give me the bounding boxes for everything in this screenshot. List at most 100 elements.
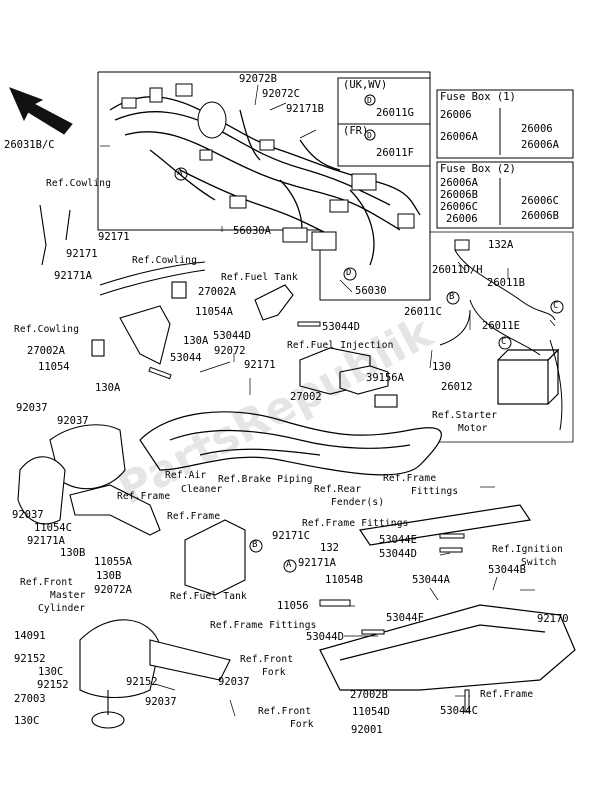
part-label[interactable]: 130A — [95, 382, 121, 394]
part-label[interactable]: 92001 — [351, 724, 383, 736]
part-label[interactable]: 11054A — [195, 306, 233, 318]
reference-label[interactable]: Ref.Fuel Tank — [170, 591, 247, 602]
part-label[interactable]: 132A — [488, 239, 514, 251]
part-label[interactable]: 26031B/C — [4, 139, 55, 151]
reference-label[interactable]: Ref.Fuel Tank — [221, 272, 298, 283]
part-label[interactable]: 53044B — [488, 564, 526, 576]
part-label[interactable]: 11055A — [94, 556, 132, 568]
reference-label[interactable]: Ref.Brake Piping — [218, 474, 313, 485]
reference-label[interactable]: Ref.Cowling — [132, 255, 198, 266]
part-label[interactable]: 92171A — [298, 557, 336, 569]
part-label[interactable]: 27002A — [27, 345, 65, 357]
fuse-box-1-left-1[interactable]: 26006A — [440, 131, 478, 143]
part-label[interactable]: 92037 — [16, 402, 48, 414]
part-label[interactable]: 39156A — [366, 372, 404, 384]
part-label[interactable]: 130C — [38, 666, 64, 678]
part-label[interactable]: 53044C — [440, 705, 478, 717]
fuse-box-1-right-1[interactable]: 26006A — [521, 139, 559, 151]
part-label[interactable]: 92170 — [537, 613, 569, 625]
part-label[interactable]: 26011E — [482, 320, 520, 332]
part-label[interactable]: 92171 — [66, 248, 98, 260]
part-label[interactable]: 92171 — [98, 231, 130, 243]
part-label[interactable]: 92171A — [54, 270, 92, 282]
part-label[interactable]: 26011C — [404, 306, 442, 318]
fuse-box-1-left-0[interactable]: 26006 — [440, 109, 472, 121]
reference-label[interactable]: Ref.Air — [165, 470, 207, 481]
part-label[interactable]: 27002A — [198, 286, 236, 298]
inset-uk-part[interactable]: 26011G — [376, 107, 414, 119]
part-label[interactable]: 14091 — [14, 630, 46, 642]
part-label[interactable]: 92152 — [14, 653, 46, 665]
reference-label[interactable]: Motor — [458, 423, 488, 434]
part-label[interactable]: 130A — [183, 335, 209, 347]
part-label[interactable]: 92072C — [262, 88, 300, 100]
part-label[interactable]: 56030A — [233, 225, 271, 237]
part-label[interactable]: 11054 — [38, 361, 70, 373]
part-label[interactable]: 27002 — [290, 391, 322, 403]
part-label[interactable]: 27002B — [350, 689, 388, 701]
part-label[interactable]: 53044D — [379, 548, 417, 560]
reference-label[interactable]: Master — [50, 590, 86, 601]
part-label[interactable]: 53044F — [386, 612, 424, 624]
reference-label[interactable]: Fork — [262, 667, 286, 678]
fuse-box-1-right-0[interactable]: 26006 — [521, 123, 553, 135]
part-label[interactable]: 92152 — [126, 676, 158, 688]
part-label[interactable]: 92072 — [214, 345, 246, 357]
part-label[interactable]: 130 — [432, 361, 451, 373]
part-label[interactable]: 92152 — [37, 679, 69, 691]
reference-label[interactable]: Ref.Front — [258, 706, 312, 717]
part-label[interactable]: 11054B — [325, 574, 363, 586]
part-label[interactable]: 92037 — [57, 415, 89, 427]
part-label[interactable]: 92037 — [145, 696, 177, 708]
part-label[interactable]: 92037 — [12, 509, 44, 521]
part-label[interactable]: 130C — [14, 715, 40, 727]
inset-fr-part[interactable]: 26011F — [376, 147, 414, 159]
reference-label[interactable]: Ref.Frame — [167, 511, 221, 522]
reference-label[interactable]: Fender(s) — [331, 497, 385, 508]
part-label[interactable]: 53044A — [412, 574, 450, 586]
part-label[interactable]: 53044D — [213, 330, 251, 342]
part-label[interactable]: 11056 — [277, 600, 309, 612]
reference-label[interactable]: Ref.Frame — [383, 473, 437, 484]
reference-label[interactable]: Ref.Starter — [432, 410, 498, 421]
reference-label[interactable]: Cleaner — [181, 484, 223, 495]
part-label[interactable]: 26012 — [441, 381, 473, 393]
reference-label[interactable]: Ref.Frame — [480, 689, 534, 700]
reference-label[interactable]: Fork — [290, 719, 314, 730]
reference-label[interactable]: Ref.Front — [20, 577, 74, 588]
part-label[interactable]: 130B — [60, 547, 86, 559]
part-label[interactable]: 92072B — [239, 73, 277, 85]
fuse-box-2-left-3[interactable]: 26006 — [446, 213, 478, 225]
reference-label[interactable]: Ref.Frame Fittings — [210, 620, 317, 631]
fuse-box-2-left-2[interactable]: 26006C — [440, 201, 478, 213]
part-label[interactable]: 92037 — [218, 676, 250, 688]
fuse-box-2-left-1[interactable]: 26006B — [440, 189, 478, 201]
reference-label[interactable]: Ref.Rear — [314, 484, 362, 495]
fuse-box-2-right-0[interactable]: 26006C — [521, 195, 559, 207]
reference-label[interactable]: Ref.Front — [240, 654, 294, 665]
part-label[interactable]: 53044D — [306, 631, 344, 643]
part-label[interactable]: 53044E — [379, 534, 417, 546]
reference-label[interactable]: Ref.Cowling — [46, 178, 112, 189]
reference-label[interactable]: Switch — [521, 557, 557, 568]
part-label[interactable]: 56030 — [355, 285, 387, 297]
reference-label[interactable]: Ref.Frame Fittings — [302, 518, 409, 529]
part-label[interactable]: 92171C — [272, 530, 310, 542]
fuse-box-2-left-0[interactable]: 26006A — [440, 177, 478, 189]
part-label[interactable]: 26011D/H — [432, 264, 483, 276]
reference-label[interactable]: Ref.Frame — [117, 491, 171, 502]
part-label[interactable]: 92171B — [286, 103, 324, 115]
part-label[interactable]: 130B — [96, 570, 122, 582]
part-label[interactable]: 53044 — [170, 352, 202, 364]
part-label[interactable]: 27003 — [14, 693, 46, 705]
part-label[interactable]: 92171A — [27, 535, 65, 547]
reference-label[interactable]: Ref.Cowling — [14, 324, 80, 335]
fuse-box-2-right-1[interactable]: 26006B — [521, 210, 559, 222]
part-label[interactable]: 11054D — [352, 706, 390, 718]
part-label[interactable]: 11054C — [34, 522, 72, 534]
part-label[interactable]: 132 — [320, 542, 339, 554]
part-label[interactable]: 53044D — [322, 321, 360, 333]
part-label[interactable]: 92072A — [94, 584, 132, 596]
reference-label[interactable]: Cylinder — [38, 603, 86, 614]
reference-label[interactable]: Fittings — [411, 486, 459, 497]
